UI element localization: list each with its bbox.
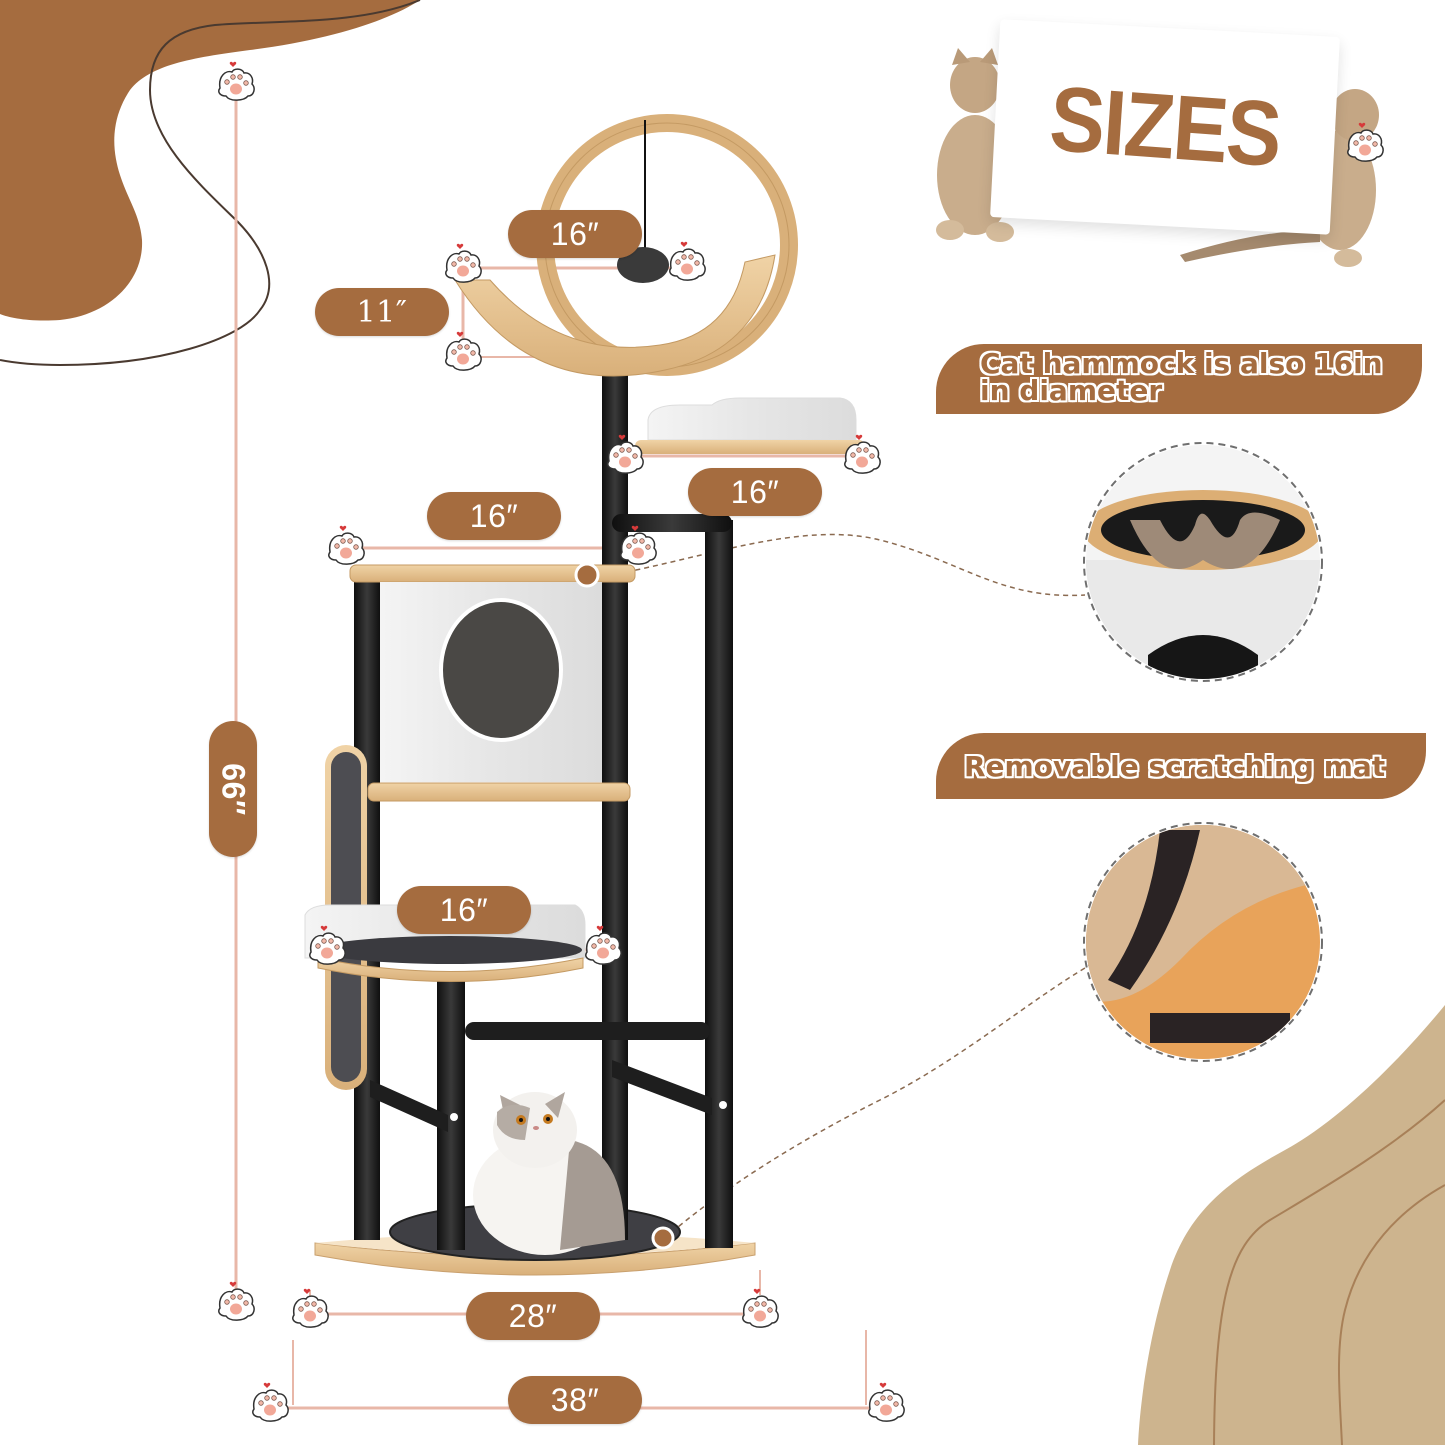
dimension-upper-perch: 16″ [688,468,822,516]
callout-hammock: Cat hammock is also 16in in diameter [936,344,1422,414]
swirl-line [0,0,421,367]
dimension-base-width: 28″ [466,1292,600,1340]
dimension-lower-bed: 16″ [397,886,531,934]
sizes-banner: SIZES [990,19,1340,235]
dimension-condo-top: 16″ [427,492,561,540]
hammock-detail-circle [1083,442,1323,682]
upper-perch-bed [635,397,865,454]
callout-mat-text: Removable scratching mat [964,749,1386,783]
bottom-right-blob [1138,1005,1445,1445]
mat-marker [651,1226,675,1250]
dimension-top-ring-width: 16″ [508,210,642,258]
fluffy-cat [473,1092,625,1255]
page-title: SIZES [1046,67,1284,186]
scratching-mat-detail-circle [1083,822,1323,1062]
bottom-right-line-1 [1213,1099,1445,1445]
connector-mat [664,964,1091,1239]
bottom-right-line-2 [1338,1184,1445,1445]
callout-scratching-mat: Removable scratching mat [936,733,1426,799]
condo-box [349,564,636,802]
dimension-footprint-width: 38″ [508,1376,642,1424]
dimension-top-ring-depth: 11″ [315,288,449,336]
callout-hammock-line2: in diameter [980,374,1163,407]
callout-hammock-line1: Cat hammock is also 16in [980,347,1383,380]
dimension-total-height: 66″ [209,721,257,857]
hammock-marker [574,562,600,588]
top-left-blob [0,0,420,321]
metal-frame [354,360,733,1250]
